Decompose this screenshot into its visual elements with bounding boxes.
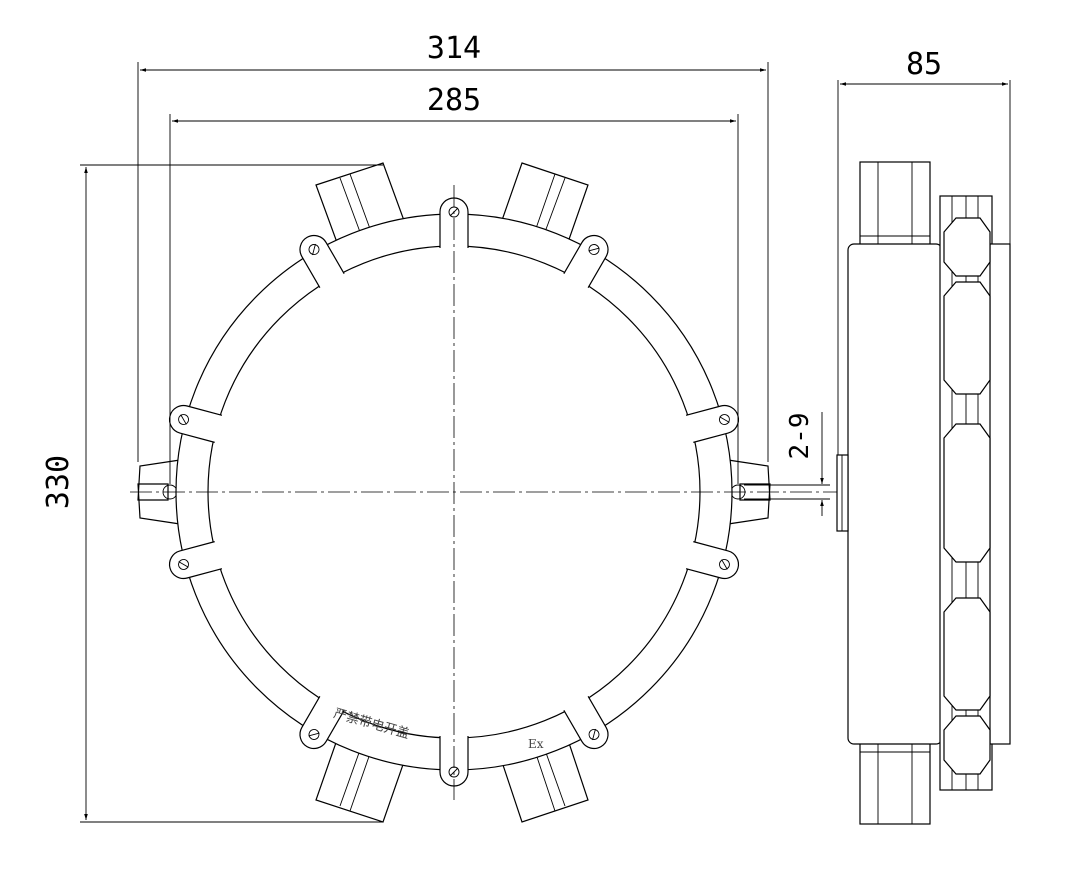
- bolt-lug-255: [168, 541, 223, 580]
- dimension-85: 85: [837, 47, 1011, 455]
- dimension-285: 285: [169, 83, 739, 484]
- right-mount-foot: [727, 459, 771, 525]
- front-view: 严禁带电开盖 Ex: [130, 162, 1012, 823]
- bolt-lug-210: [299, 696, 345, 750]
- bolt-lug-150: [563, 696, 609, 750]
- dim-85-label: 85: [906, 47, 942, 82]
- side-cover-plate: [989, 243, 1011, 745]
- side-bolt-3: [943, 423, 991, 563]
- dimension-314: 314: [137, 31, 769, 462]
- side-body: [847, 243, 943, 745]
- dimension-hole: 2-9: [744, 412, 830, 516]
- side-bolt-1: [943, 217, 991, 277]
- side-boss: [836, 454, 849, 532]
- side-view: [836, 161, 1011, 825]
- side-bolt-4: [943, 597, 991, 711]
- side-bottom-gland: [859, 739, 931, 825]
- bolt-lug-75: [685, 404, 740, 443]
- side-top-gland: [859, 161, 931, 247]
- dim-314-label: 314: [427, 31, 481, 66]
- dim-285-label: 285: [427, 83, 481, 118]
- side-bolt-2: [943, 281, 991, 395]
- dimension-330: 330: [41, 164, 383, 823]
- ex-mark: Ex: [528, 737, 544, 751]
- dim-330-label: 330: [41, 455, 76, 509]
- bolt-lug-330: [299, 234, 345, 288]
- bolt-lug-105: [685, 541, 740, 580]
- dim-hole-label: 2-9: [785, 413, 815, 460]
- side-bolt-5: [943, 715, 991, 775]
- bolt-lug-30: [563, 234, 609, 288]
